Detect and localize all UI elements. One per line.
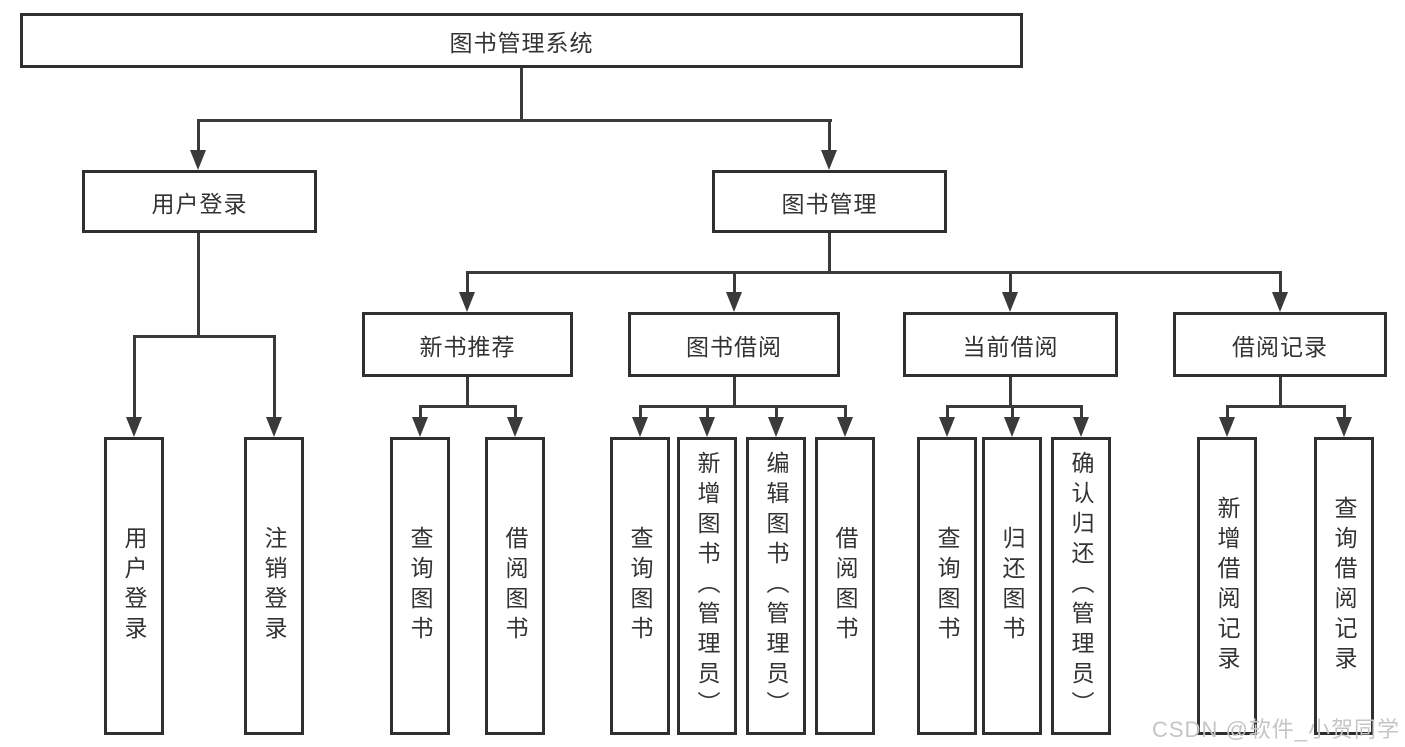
connector-line [733, 271, 736, 299]
connector-line [775, 405, 778, 423]
connector-line [828, 119, 831, 155]
connector-line [419, 405, 517, 408]
connector-arrowhead [939, 417, 955, 437]
node-return-books: 归还图书 [982, 437, 1042, 735]
connector-line [1009, 271, 1012, 299]
connector-line [1279, 377, 1282, 408]
connector-arrowhead [266, 417, 282, 437]
node-query-books-recommend: 查询图书 [390, 437, 450, 735]
node-query-books-borrow: 查询图书 [610, 437, 670, 735]
connector-arrowhead [821, 150, 837, 170]
node-borrow-books-recommend: 借阅图书 [485, 437, 545, 735]
node-confirm-return-admin: 确认归还（管理员） [1051, 437, 1111, 735]
connector-line [639, 405, 847, 408]
connector-arrowhead [1002, 292, 1018, 312]
connector-line [1011, 405, 1014, 423]
connector-line [1080, 405, 1083, 423]
connector-line [273, 335, 276, 421]
node-user-login: 用户登录 [82, 170, 317, 233]
connector-arrowhead [632, 417, 648, 437]
node-add-books-admin: 新增图书（管理员） [677, 437, 737, 735]
connector-line [466, 271, 1282, 274]
node-book-borrow: 图书借阅 [628, 312, 840, 377]
connector-line [514, 405, 517, 423]
connector-line [197, 233, 200, 338]
connector-line [1226, 405, 1229, 423]
connector-arrowhead [726, 292, 742, 312]
connector-line [133, 335, 136, 421]
connector-arrowhead [412, 417, 428, 437]
connector-arrowhead [1219, 417, 1235, 437]
connector-line [733, 377, 736, 408]
node-query-books-current: 查询图书 [917, 437, 977, 735]
node-borrow-records: 借阅记录 [1173, 312, 1387, 377]
connector-arrowhead [1073, 417, 1089, 437]
connector-line [946, 405, 1083, 408]
connector-line [466, 271, 469, 299]
connector-line [197, 119, 832, 122]
connector-line [1343, 405, 1346, 423]
connector-arrowhead [699, 417, 715, 437]
csdn-watermark: CSDN @软件_小贺同学 [1152, 717, 1401, 742]
connector-line [520, 68, 523, 122]
connector-line [419, 405, 422, 423]
connector-line [639, 405, 642, 423]
connector-line [706, 405, 709, 423]
node-leaf-user-login: 用户登录 [104, 437, 164, 735]
node-add-borrow-record: 新增借阅记录 [1197, 437, 1257, 735]
connector-arrowhead [126, 417, 142, 437]
connector-arrowhead [837, 417, 853, 437]
node-query-borrow-record: 查询借阅记录 [1314, 437, 1374, 735]
connector-arrowhead [768, 417, 784, 437]
connector-arrowhead [1272, 292, 1288, 312]
node-leaf-logout: 注销登录 [244, 437, 304, 735]
connector-line [133, 335, 276, 338]
connector-arrowhead [1336, 417, 1352, 437]
connector-line [197, 119, 200, 155]
node-current-borrow: 当前借阅 [903, 312, 1118, 377]
connector-arrowhead [1004, 417, 1020, 437]
connector-arrowhead [459, 292, 475, 312]
node-book-management: 图书管理 [712, 170, 947, 233]
connector-arrowhead [190, 150, 206, 170]
connector-line [1226, 405, 1346, 408]
node-edit-books-admin: 编辑图书（管理员） [746, 437, 806, 735]
node-new-book-recommend: 新书推荐 [362, 312, 573, 377]
connector-line [1279, 271, 1282, 299]
connector-line [946, 405, 949, 423]
connector-line [828, 233, 831, 274]
node-borrow-books-borrow: 借阅图书 [815, 437, 875, 735]
connector-line [844, 405, 847, 423]
connector-arrowhead [507, 417, 523, 437]
node-library-system: 图书管理系统 [20, 13, 1023, 68]
connector-line [466, 377, 469, 408]
connector-line [1009, 377, 1012, 408]
